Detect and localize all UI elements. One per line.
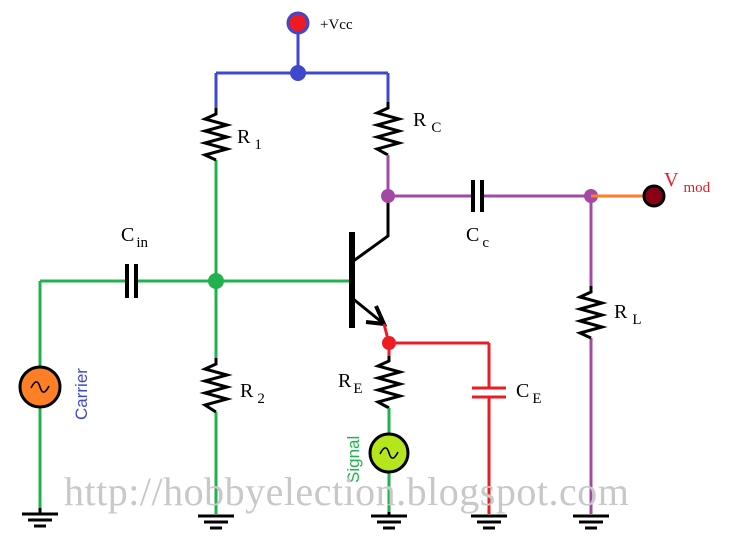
r2-resistor: [199, 358, 233, 414]
watermark: http://hobbyelection.blogspot.com: [64, 469, 629, 514]
signal-source: [368, 432, 410, 474]
ground-icon: [371, 512, 407, 530]
ground-icon: [471, 514, 507, 530]
r1-resistor: [199, 108, 233, 162]
vmod-terminal: [642, 184, 666, 208]
re-resistor: [372, 355, 406, 410]
vcc-label: +Vcc: [320, 17, 353, 33]
bias-wires: [38, 160, 391, 514]
cin-left-wire: [38, 279, 126, 368]
ground-icon: [22, 508, 58, 528]
rc-resistor: [371, 102, 405, 157]
sine-wave: [379, 447, 399, 459]
rl-resistor: [574, 286, 608, 340]
ground-icon: [573, 514, 609, 530]
transistor-collector: [351, 196, 390, 264]
carrier-source: [18, 365, 62, 409]
top-rail-junction: [290, 65, 306, 81]
ce-capacitor: [472, 386, 506, 399]
signal-label: Signal: [344, 436, 363, 483]
carrier-label: Carrier: [72, 368, 91, 420]
collector-junction: [381, 189, 395, 203]
vcc-terminal: [286, 11, 310, 35]
npn-transistor-icon: [349, 196, 390, 328]
sine-wave: [30, 381, 50, 393]
output-wires: [386, 155, 593, 514]
cc-capacitor: [471, 180, 484, 212]
transistor-emitter: [351, 296, 385, 326]
ground-icon: [198, 514, 234, 530]
cin-capacitor: [125, 264, 138, 298]
base-junction: [208, 273, 224, 289]
